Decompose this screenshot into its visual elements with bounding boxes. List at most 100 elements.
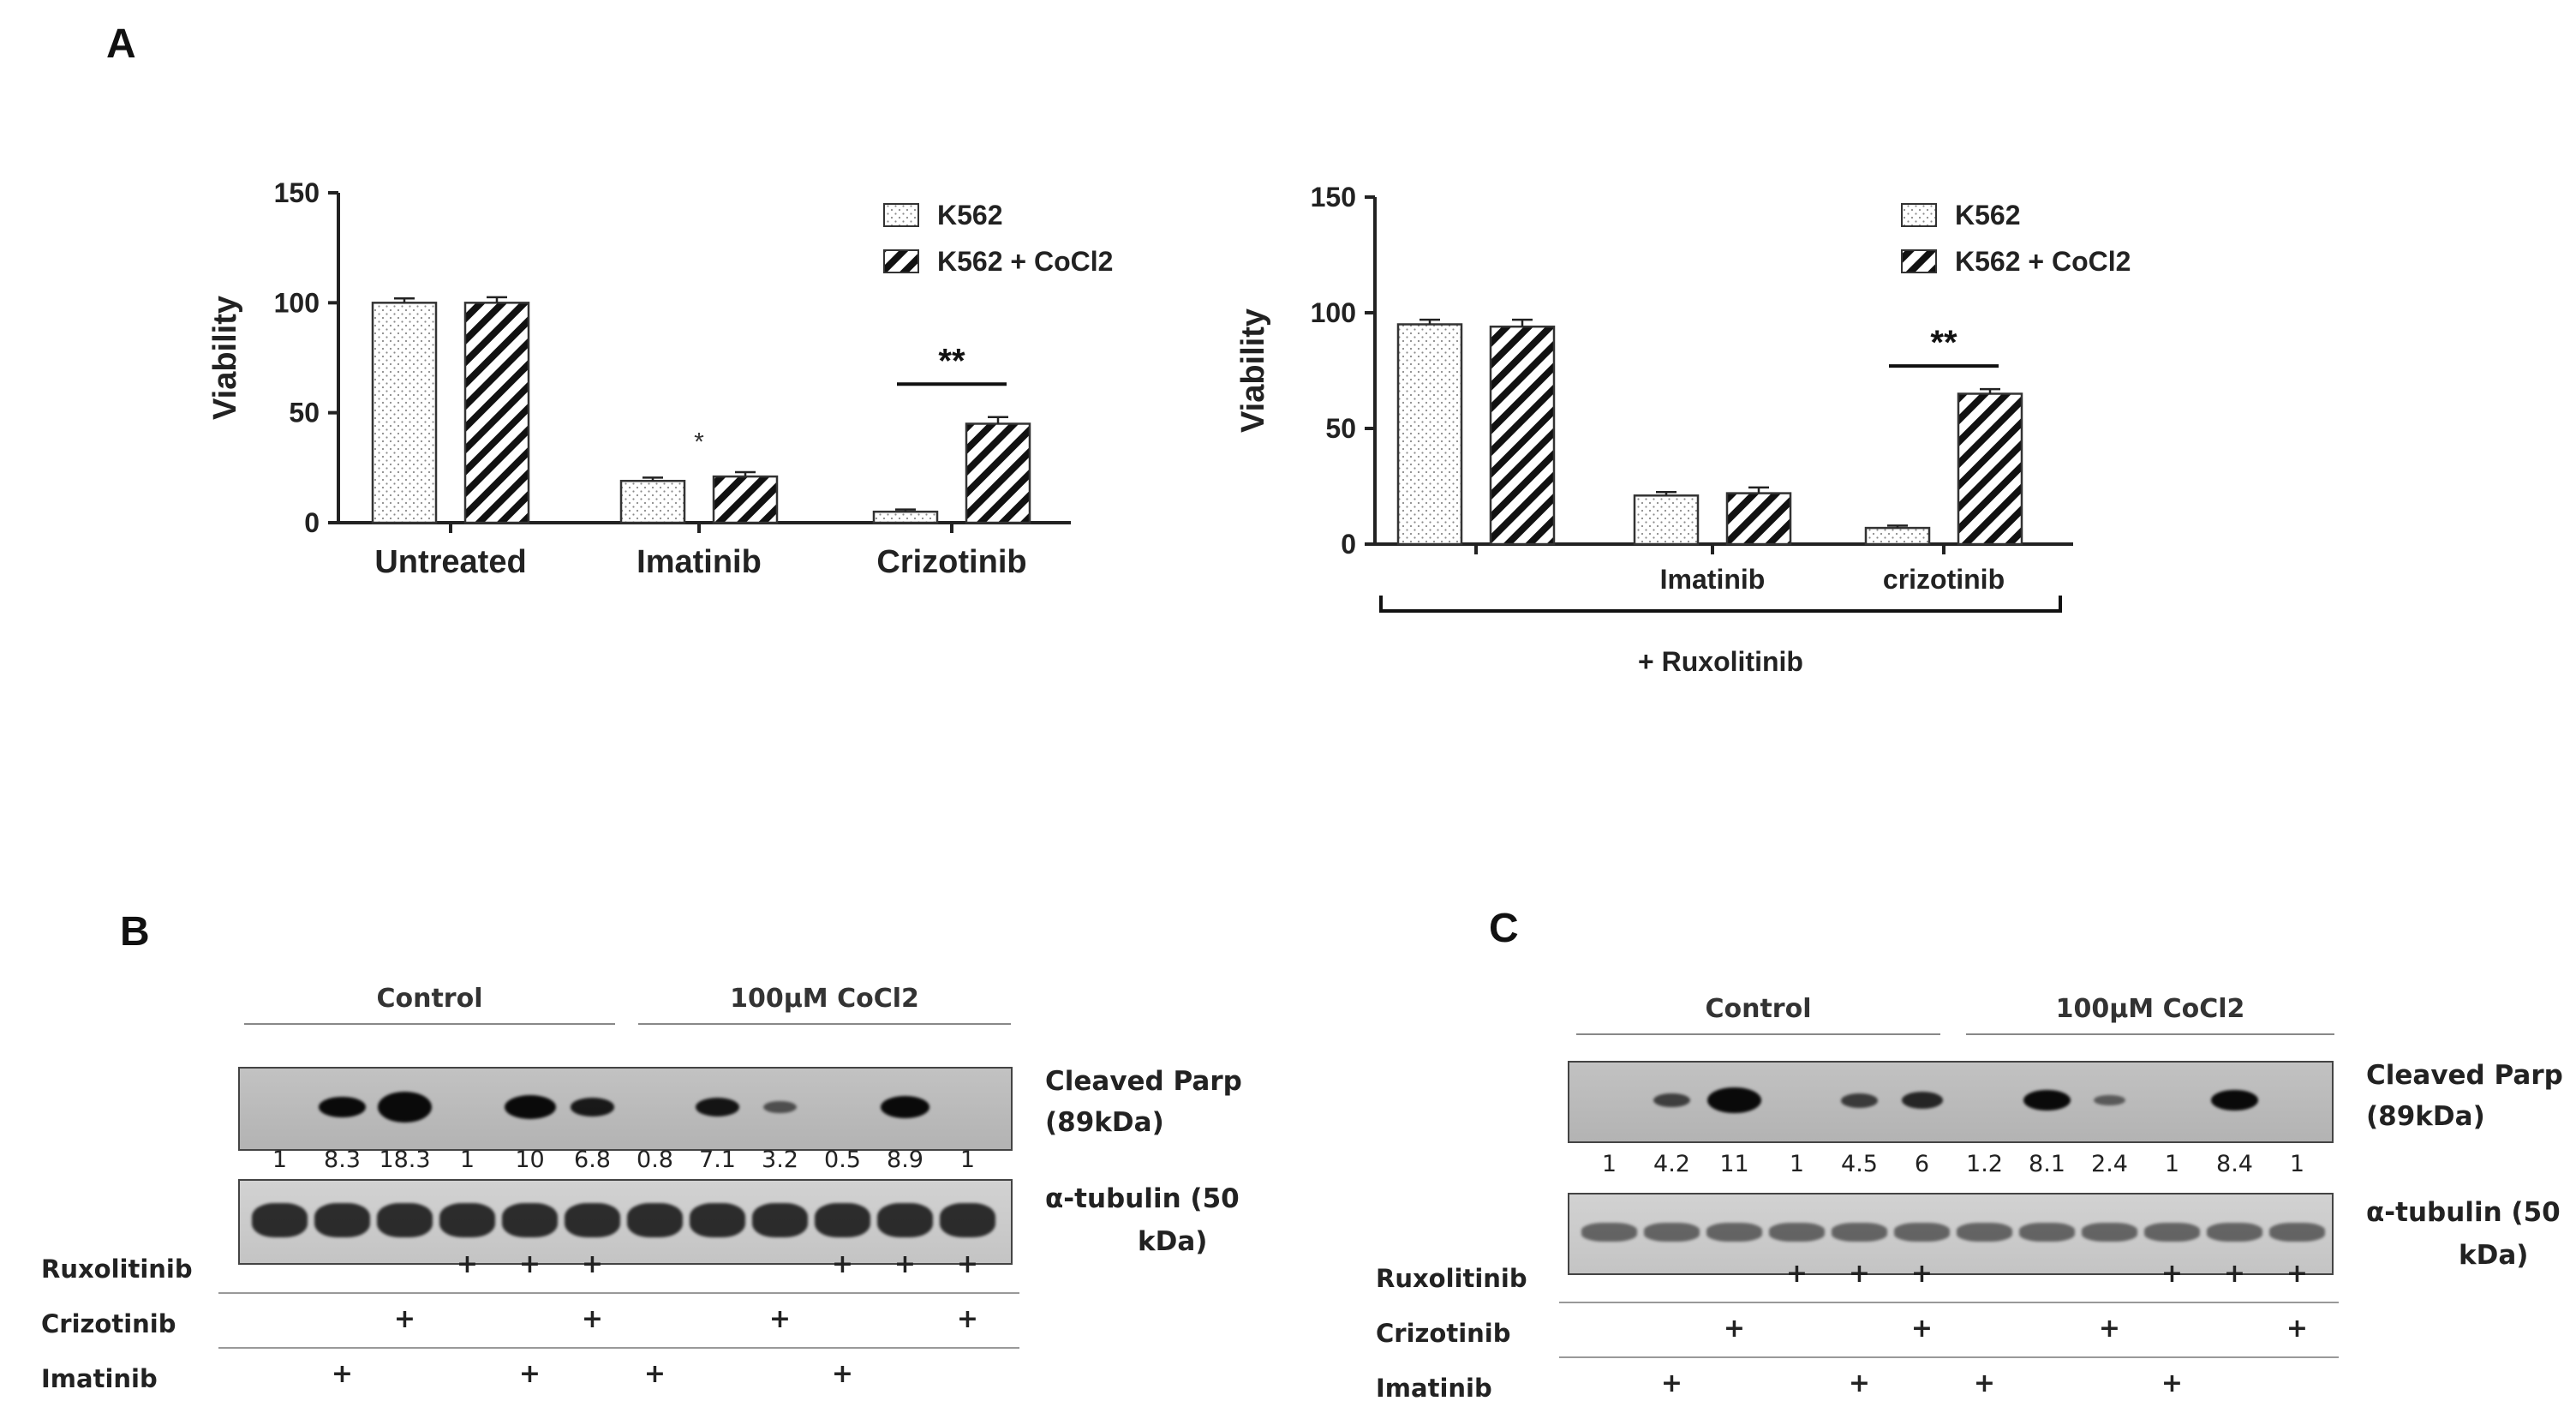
tubulin-label: α-tubulin (50	[2366, 1197, 2561, 1228]
tubulin-band	[690, 1203, 745, 1237]
parp-band	[378, 1092, 432, 1123]
parp-band	[762, 1100, 798, 1114]
tubulin-band	[2207, 1223, 2262, 1242]
tubulin-band	[252, 1203, 308, 1237]
parp-band	[2023, 1089, 2071, 1111]
quant-value: 11	[1719, 1151, 1749, 1177]
significance-label: **	[1930, 324, 1957, 362]
tubulin-band	[1957, 1223, 2012, 1242]
group-underline-cocl2	[1966, 1033, 2334, 1035]
bar	[1957, 392, 2023, 546]
y-tick-label: 0	[304, 507, 320, 538]
legend-label: K562 + CoCl2	[937, 246, 1113, 277]
y-tick-label: 50	[1325, 413, 1356, 444]
treatment-plus: +	[956, 1304, 979, 1334]
tubulin-band	[1894, 1223, 1950, 1242]
bar	[1864, 526, 1931, 546]
parp-band	[1707, 1087, 1761, 1113]
tubulin-band	[2019, 1223, 2075, 1242]
treatment-plus: +	[581, 1304, 604, 1334]
quant-value: 1	[272, 1147, 288, 1173]
group-bracket	[1379, 596, 2062, 613]
legend-swatch	[1901, 203, 1937, 227]
bar	[712, 475, 779, 524]
parp-band	[1901, 1092, 1943, 1109]
tubulin-kda-label: kDa)	[2459, 1240, 2529, 1271]
tubulin-band	[502, 1203, 558, 1237]
quant-value: 0.5	[824, 1147, 861, 1173]
tubulin-band	[1706, 1223, 1762, 1242]
treatment-plus: +	[831, 1359, 854, 1389]
tubulin-band	[377, 1203, 433, 1237]
x-tick-label: Crizotinib	[876, 544, 1026, 580]
tubulin-band	[2144, 1223, 2200, 1242]
legend-label: K562	[1955, 200, 2021, 231]
tubulin-band	[877, 1203, 933, 1237]
treatment-plus: +	[956, 1249, 979, 1279]
x-tick-label: Imatinib	[637, 544, 762, 580]
treatment-plus: +	[393, 1304, 416, 1334]
legend-swatch	[883, 249, 919, 273]
tubulin-band	[627, 1203, 683, 1237]
treatment-plus: +	[1910, 1259, 1933, 1289]
quant-value: 3.2	[762, 1147, 798, 1173]
bar	[1396, 323, 1463, 546]
treatment-plus: +	[331, 1359, 354, 1389]
y-axis-label: Viability	[1235, 308, 1271, 433]
quant-value: 8.3	[324, 1147, 361, 1173]
treatment-plus: +	[456, 1249, 479, 1279]
treatment-plus: +	[768, 1304, 792, 1334]
treatment-label: Ruxolitinib	[41, 1254, 193, 1284]
y-tick-label: 0	[1341, 529, 1356, 560]
quant-value: 2.4	[2091, 1151, 2128, 1177]
treatment-plus: +	[2223, 1259, 2246, 1289]
quant-value: 4.2	[1653, 1151, 1690, 1177]
quant-value: 6.8	[574, 1147, 611, 1173]
parp-band	[2093, 1094, 2126, 1106]
y-tick-label: 50	[289, 398, 320, 428]
quant-value: 1	[1601, 1151, 1617, 1177]
group-underline-cocl2	[638, 1023, 1011, 1025]
treatment-plus: +	[2286, 1314, 2309, 1344]
quant-value: 1	[2164, 1151, 2180, 1177]
treatment-label: Crizotinib	[41, 1309, 176, 1338]
treatment-plus: +	[2161, 1259, 2184, 1289]
parp-band	[881, 1096, 929, 1118]
parp-band	[695, 1097, 740, 1117]
parp-band	[1653, 1093, 1690, 1108]
tubulin-band	[2269, 1223, 2325, 1242]
parp-band	[2210, 1089, 2259, 1111]
y-tick-label: 150	[1311, 182, 1356, 213]
group-label-cocl2: 100μM CoCl2	[730, 984, 919, 1014]
group-underline-control	[244, 1023, 615, 1025]
treatment-plus: +	[581, 1249, 604, 1279]
group-underline-control	[1576, 1033, 1940, 1035]
treatment-plus: +	[831, 1249, 854, 1279]
treatment-separator	[218, 1292, 1019, 1294]
treatment-plus: +	[894, 1249, 917, 1279]
tubulin-label: α-tubulin (50	[1045, 1183, 1240, 1214]
parp-band	[1840, 1093, 1879, 1108]
treatment-plus: +	[2286, 1259, 2309, 1289]
tubulin-band	[439, 1203, 495, 1237]
quant-value: 0.8	[637, 1147, 673, 1173]
treatment-label: Imatinib	[1376, 1374, 1492, 1403]
treatment-plus: +	[1973, 1368, 1996, 1398]
significance-label: **	[938, 342, 965, 380]
group-label: + Ruxolitinib	[1638, 646, 1803, 677]
quant-value: 6	[1914, 1151, 1930, 1177]
cleaved-parp-kda-label: (89kDa)	[2366, 1101, 2485, 1132]
treatment-plus: +	[518, 1359, 541, 1389]
tubulin-band	[815, 1203, 870, 1237]
quant-value: 8.9	[887, 1147, 923, 1173]
cleaved-parp-label: Cleaved Parp	[1045, 1066, 1242, 1097]
legend-label: K562 + CoCl2	[1955, 246, 2131, 277]
treatment-label: Imatinib	[41, 1364, 158, 1393]
tubulin-band	[565, 1203, 620, 1237]
treatment-plus: +	[2098, 1314, 2121, 1344]
treatment-separator	[1559, 1302, 2339, 1303]
x-tick-label: Imatinib	[1660, 564, 1766, 595]
cleaved-parp-band-box	[1568, 1061, 2334, 1143]
